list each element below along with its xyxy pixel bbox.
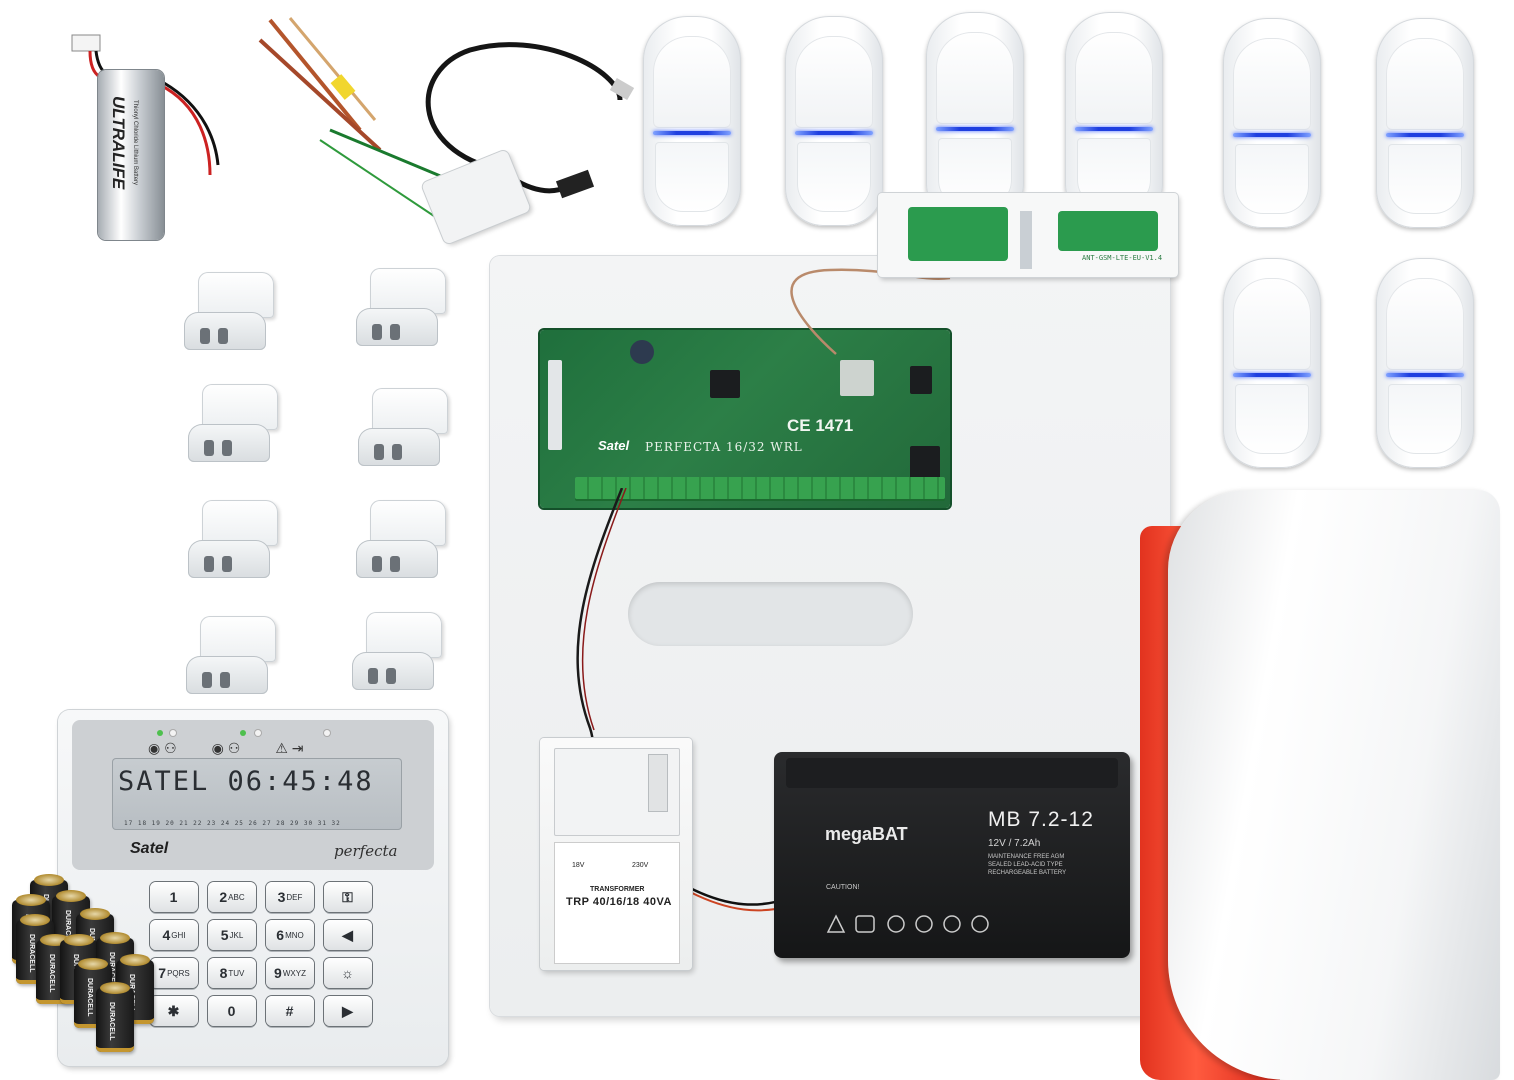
pir-detector <box>1223 258 1321 468</box>
keypad-led <box>324 730 330 736</box>
keypad-led <box>157 730 163 736</box>
pir-detector <box>926 12 1024 222</box>
pir-led-strip <box>1233 133 1311 137</box>
keypad-model: perfecta <box>334 842 398 860</box>
outdoor-siren <box>1140 490 1500 1080</box>
battery-brand: megaBAT <box>825 824 908 844</box>
lead-acid-battery <box>774 752 1130 958</box>
gsm-antenna-board <box>878 193 1178 277</box>
mounting-bracket <box>358 388 454 468</box>
usb-cable <box>258 17 635 221</box>
lithium-cell: DURACELL <box>96 982 134 1052</box>
antenna-label: ANT-GSM-LTE-EU-V1.4 <box>1082 254 1163 262</box>
armed-icon: ◉ ⚇ ◉ ⚇ ⚠ ⇥ <box>148 740 304 756</box>
pir-detector <box>1376 258 1474 468</box>
battery-spec-2: SEALED LEAD-ACID TYPE <box>988 862 1063 868</box>
transformer-model: TRP 40/16/18 40VA <box>566 896 672 908</box>
cable-entry-slot <box>628 582 913 646</box>
pcb-model-label: PERFECTA 16/32 WRL <box>645 440 803 454</box>
mounting-bracket <box>184 272 280 352</box>
keypad-key[interactable]: ⚿ <box>324 882 372 912</box>
lithium-battery <box>98 70 164 240</box>
keypad-key[interactable]: 1 <box>150 882 198 912</box>
battery-spec-1: MAINTENANCE FREE AGM <box>988 854 1065 860</box>
pir-detector <box>1223 18 1321 228</box>
mounting-bracket <box>356 500 452 580</box>
battery-model: MB 7.2-12 <box>988 808 1094 831</box>
mounting-bracket <box>356 268 452 348</box>
antenna-cable <box>790 268 951 355</box>
terminal-block <box>575 477 945 499</box>
transformer-left-spec: 18V <box>572 862 585 869</box>
mounting-bracket <box>188 384 284 464</box>
keypad-brand: Satel <box>130 840 169 857</box>
pir-led-strip <box>1075 127 1153 131</box>
keypad-led <box>240 730 246 736</box>
lcd-zone-numbers: 17 18 19 20 21 22 23 24 25 26 27 28 29 3… <box>124 820 341 827</box>
transformer <box>540 738 692 970</box>
pir-led-strip <box>1386 373 1464 377</box>
pir-detector <box>643 16 741 226</box>
pir-led-strip <box>653 131 731 135</box>
mounting-bracket <box>188 500 284 580</box>
keypad-key[interactable]: ☼ <box>324 958 372 988</box>
pir-led-strip <box>936 127 1014 131</box>
battery-warning-icons <box>826 914 989 933</box>
lithium-battery-brand: ULTRALIFE <box>109 96 128 190</box>
transformer-right-spec: 230V <box>632 862 649 869</box>
pir-detector <box>785 16 883 226</box>
keypad-led <box>170 730 176 736</box>
pir-detector <box>1376 18 1474 228</box>
pir-led-strip <box>1233 373 1311 377</box>
pir-led-strip <box>795 131 873 135</box>
siren-cover <box>1168 490 1500 1080</box>
keypad-lcd <box>112 758 402 830</box>
transformer-title: TRANSFORMER <box>590 886 645 893</box>
battery-spec-3: RECHARGEABLE BATTERY <box>988 870 1067 876</box>
keypad-led <box>255 730 261 736</box>
battery-caution: CAUTION! <box>826 884 860 891</box>
keypad-key[interactable]: ◀ <box>324 920 372 950</box>
battery-capacity: 12V / 7.2Ah <box>988 838 1041 849</box>
mounting-bracket <box>186 616 282 696</box>
keypad-key[interactable]: ✱ <box>150 996 198 1026</box>
pir-detector <box>1065 12 1163 222</box>
ce-mark: CE 1471 <box>787 416 854 435</box>
mounting-bracket <box>352 612 448 692</box>
lithium-battery-description: Thionyl Chloride Lithium Battery <box>132 100 138 186</box>
pcb-brand: Satel <box>598 438 630 453</box>
keypad-key[interactable]: 0 <box>208 996 256 1026</box>
lcd-text: SATEL 06:45:48 <box>118 766 374 797</box>
keypad-key[interactable]: # <box>266 996 314 1026</box>
pir-led-strip <box>1386 133 1464 137</box>
keypad-key[interactable]: ▶ <box>324 996 372 1026</box>
